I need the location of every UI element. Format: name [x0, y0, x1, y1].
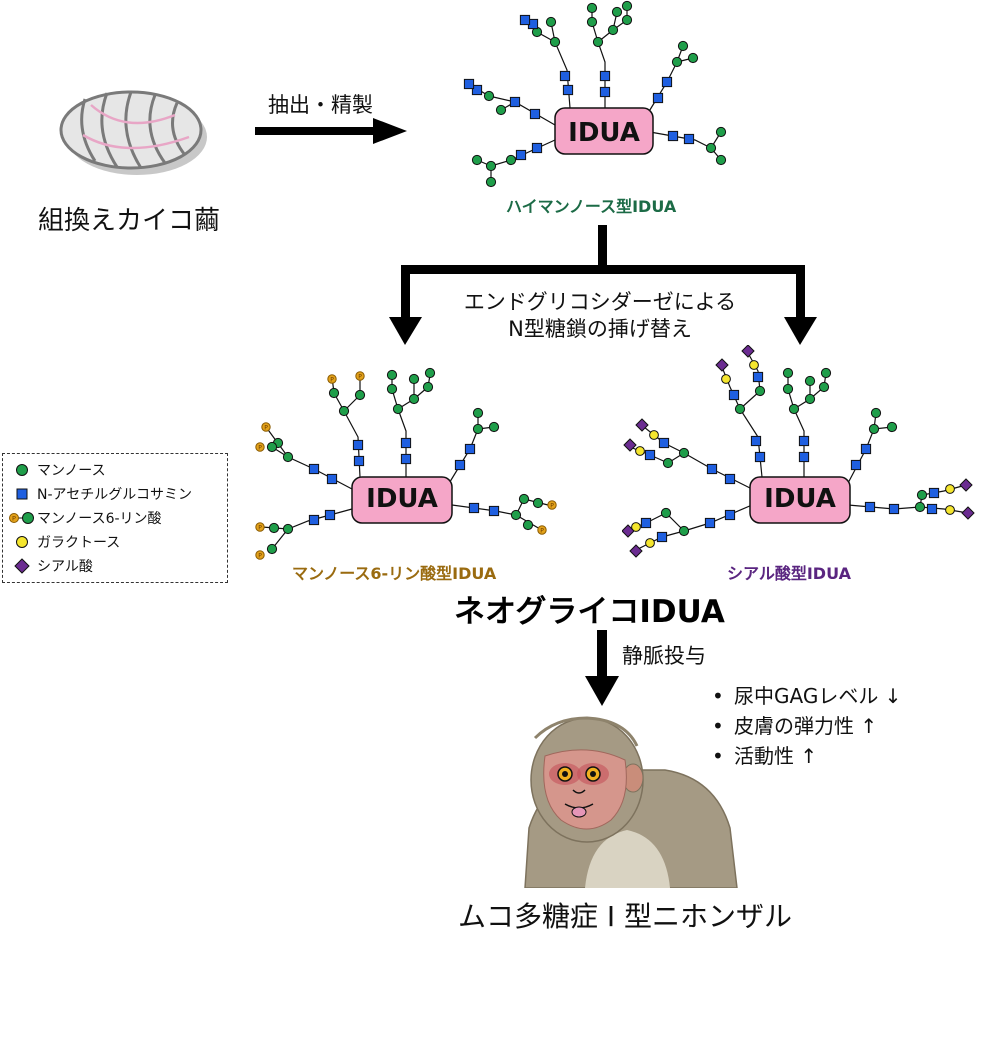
purple-diamond-icon [7, 557, 37, 575]
remodel-label-line1: エンドグリコシダーゼによる [463, 290, 737, 314]
extraction-label: 抽出・精製 [268, 93, 373, 117]
effect-item: •活動性 ↑ [712, 744, 818, 768]
legend-label-galactose: ガラクトース [37, 535, 121, 551]
silkworm-cocoon-icon [59, 90, 207, 175]
legend-label-glcnac: N-アセチルグルコサミン [37, 487, 192, 503]
effect-item: •尿中GAGレベル ↓ [712, 684, 902, 708]
high-mannose-label: ハイマンノース型IDUA [506, 197, 677, 216]
right-arrow-icon [255, 118, 407, 144]
high-mannose-idua-diagram [463, 0, 727, 188]
sialic-idua-diagram [622, 345, 975, 558]
phospho-mannose-icon: P [7, 509, 37, 527]
injection-label: 静脈投与 [622, 644, 706, 668]
sialic-label: シアル酸型IDUA [727, 564, 851, 583]
japanese-macaque-icon [524, 716, 738, 888]
neoglyco-title: ネオグライコIDUA [454, 594, 725, 630]
sialic-protein-label: IDUA [764, 484, 836, 514]
legend-label-m6p: マンノース6-リン酸 [37, 511, 162, 527]
legend-item-m6p: P マンノース6-リン酸 [7, 506, 223, 530]
glycan-legend: マンノース N-アセチルグルコサミン P マンノース6-リン酸 ガラクトース シ… [2, 453, 228, 583]
down-arrow-icon [585, 630, 619, 706]
cocoon-label: 組換えカイコ繭 [38, 206, 221, 236]
legend-item-sialic: シアル酸 [7, 554, 223, 578]
legend-label-mannose: マンノース [37, 463, 106, 479]
remodel-label-line2: N型糖鎖の挿げ替え [508, 317, 692, 341]
m6p-label: マンノース6-リン酸型IDUA [292, 564, 497, 583]
blue-square-icon [7, 485, 37, 503]
monkey-label: ムコ多糖症 I 型ニホンザル [457, 900, 793, 933]
effects-list: •尿中GAGレベル ↓ •皮膚の弾力性 ↑ •活動性 ↑ [712, 681, 901, 771]
yellow-circle-icon [7, 533, 37, 551]
high-mannose-protein-label: IDUA [568, 118, 640, 148]
legend-label-sialic: シアル酸 [37, 559, 93, 575]
svg-text:P: P [12, 515, 16, 523]
legend-item-glcnac: N-アセチルグルコサミン [7, 482, 223, 506]
legend-item-galactose: ガラクトース [7, 530, 223, 554]
legend-item-mannose: マンノース [7, 458, 223, 482]
effect-item: •皮膚の弾力性 ↑ [712, 714, 878, 738]
green-circle-icon [7, 461, 37, 479]
m6p-protein-label: IDUA [366, 484, 438, 514]
m6p-idua-diagram [255, 367, 557, 561]
branching-arrows [389, 225, 817, 345]
